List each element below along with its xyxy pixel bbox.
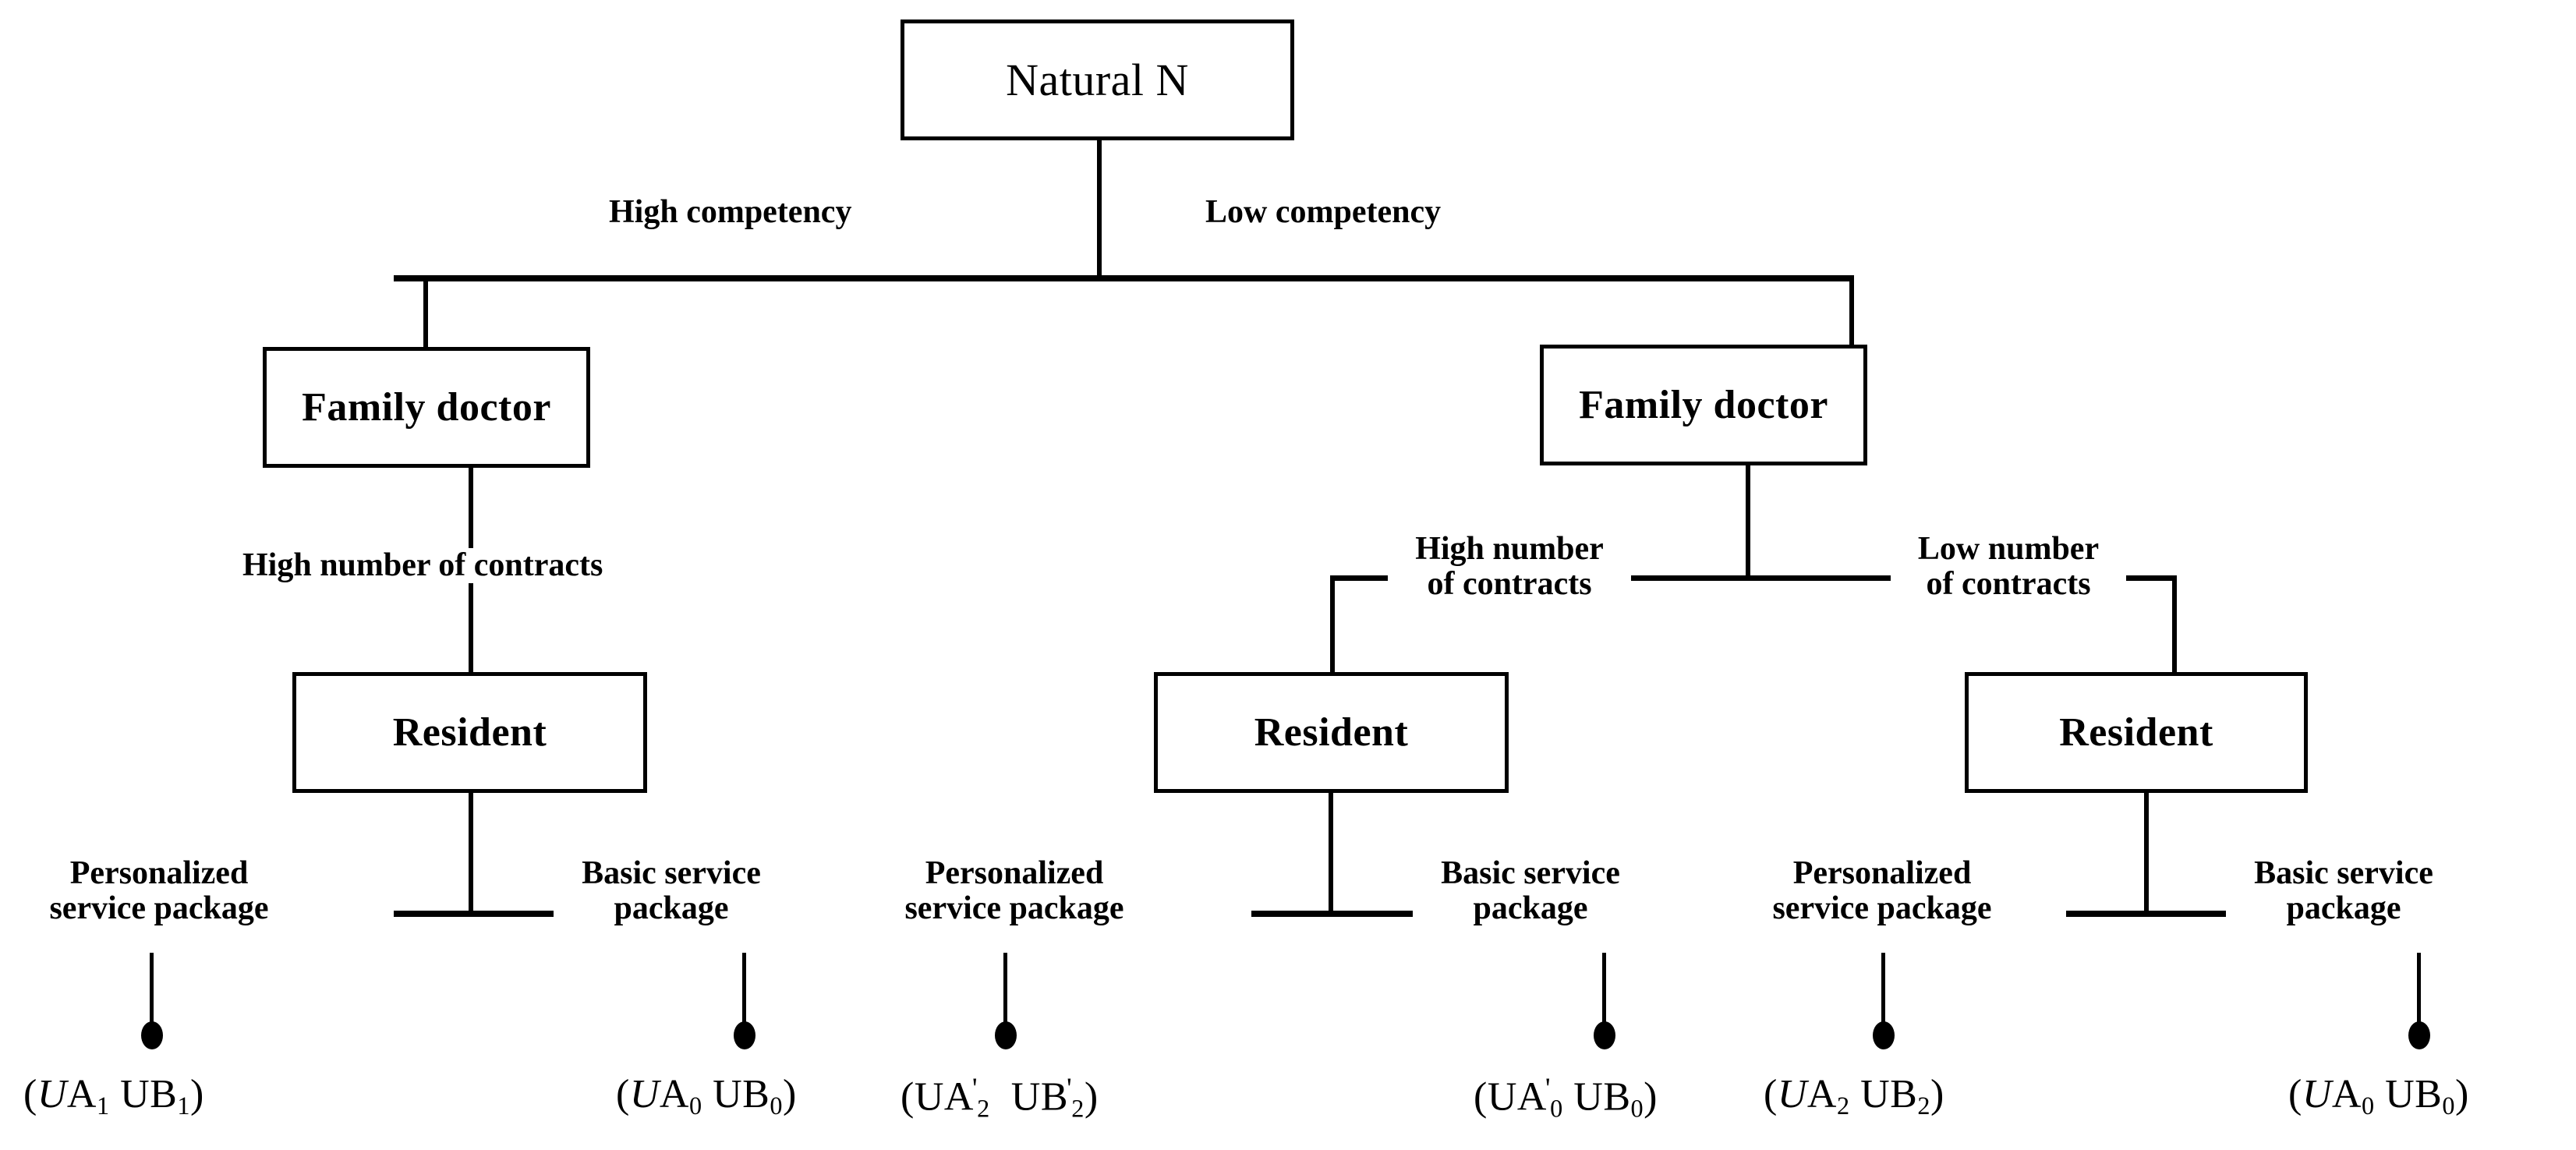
- node-resident-3-label: Resident: [2059, 709, 2213, 755]
- payoff-4: (UA'0 UB0): [1474, 1073, 1658, 1123]
- edge-fd-right-bar: [1330, 575, 2177, 581]
- edge-resident-1-stem: [469, 793, 473, 916]
- node-natural-n[interactable]: Natural N: [901, 19, 1294, 140]
- node-family-doctor-left-label: Family doctor: [302, 384, 551, 430]
- edge-leaf-3-left: [1881, 953, 1885, 1029]
- payoff-3: (UA'2 UB'2): [901, 1073, 1099, 1123]
- payoff-5: (UA2 UB2): [1764, 1072, 1944, 1120]
- branch-label-high-contracts-left: High number of contracts: [238, 547, 608, 584]
- branch-label-basic-1: Basic service package: [554, 855, 789, 927]
- edge-leaf-1-left: [150, 953, 154, 1029]
- edge-resident-1-bar: [394, 911, 557, 917]
- terminal-node-3[interactable]: [995, 1021, 1017, 1049]
- edge-resident-3-stem: [2144, 793, 2149, 916]
- branch-label-personalized-2: Personalized service package: [893, 855, 1136, 927]
- edge-level1-right-drop: [1849, 279, 1854, 349]
- edge-leaf-2-right: [1602, 953, 1606, 1029]
- branch-label-high-contracts-right: High number of contracts: [1388, 531, 1631, 603]
- branch-label-basic-2: Basic service package: [1413, 855, 1648, 927]
- edge-level1-left-drop: [423, 279, 428, 349]
- edge-leaf-1-right: [742, 953, 746, 1029]
- terminal-node-5[interactable]: [1873, 1021, 1895, 1049]
- edge-leaf-3-right: [2417, 953, 2421, 1029]
- node-resident-1[interactable]: Resident: [292, 672, 647, 793]
- branch-label-high-competency: High competency: [604, 194, 857, 231]
- edge-root-stem: [1097, 140, 1102, 279]
- terminal-node-4[interactable]: [1594, 1021, 1615, 1049]
- branch-label-low-contracts-right: Low number of contracts: [1891, 531, 2126, 603]
- edge-resident-3-bar: [2066, 911, 2231, 917]
- branch-label-low-competency: Low competency: [1201, 194, 1446, 231]
- terminal-node-1[interactable]: [141, 1021, 163, 1049]
- node-resident-2-label: Resident: [1254, 709, 1409, 755]
- branch-label-personalized-3: Personalized service package: [1760, 855, 2004, 927]
- branch-label-basic-3: Basic service package: [2226, 855, 2461, 927]
- payoff-1: (UA1 UB1): [23, 1072, 204, 1120]
- edge-fd-right-left-drop: [1330, 579, 1335, 674]
- payoff-6: (UA0 UB0): [2288, 1072, 2469, 1120]
- branch-label-personalized-1: Personalized service package: [37, 855, 281, 927]
- edge-fd-right-right-drop: [2172, 579, 2177, 674]
- node-natural-n-label: Natural N: [1006, 54, 1189, 105]
- edge-resident-2-bar: [1251, 911, 1420, 917]
- edge-level1-bar: [394, 275, 1854, 281]
- node-family-doctor-right[interactable]: Family doctor: [1540, 345, 1867, 465]
- node-resident-2[interactable]: Resident: [1154, 672, 1509, 793]
- edge-leaf-2-left: [1003, 953, 1007, 1029]
- node-resident-3[interactable]: Resident: [1965, 672, 2308, 793]
- edge-fd-right-stem: [1746, 465, 1750, 579]
- terminal-node-6[interactable]: [2408, 1021, 2430, 1049]
- payoff-2: (UA0 UB0): [616, 1072, 797, 1120]
- terminal-node-2[interactable]: [734, 1021, 755, 1049]
- node-family-doctor-left[interactable]: Family doctor: [263, 347, 590, 468]
- edge-resident-2-stem: [1329, 793, 1333, 916]
- node-family-doctor-right-label: Family doctor: [1579, 382, 1828, 427]
- node-resident-1-label: Resident: [392, 709, 547, 755]
